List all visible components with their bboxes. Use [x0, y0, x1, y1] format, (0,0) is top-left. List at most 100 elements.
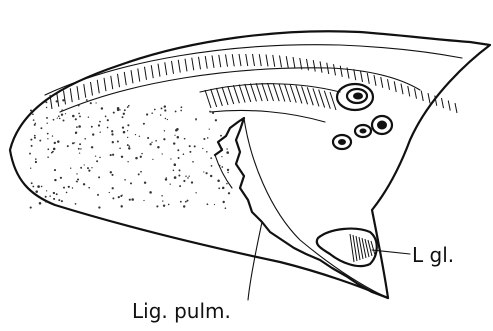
stipple-dot — [41, 186, 43, 188]
stipple-dot — [111, 130, 113, 132]
stipple-dot — [35, 158, 37, 160]
stipple-dot — [152, 159, 153, 160]
stipple-dot — [123, 131, 126, 134]
stipple-dot — [128, 148, 130, 150]
stipple-dot — [91, 167, 92, 168]
stipple-dot — [178, 174, 180, 176]
stipple-dot — [170, 184, 171, 185]
stipple-dot — [90, 102, 92, 104]
hatch-stroke — [246, 54, 248, 66]
stipple-dot — [160, 114, 162, 116]
stipple-dot — [163, 204, 165, 206]
hatch-stroke — [192, 58, 194, 71]
stipple-dot — [87, 167, 89, 169]
hatch-stroke — [64, 91, 66, 105]
stipple-dot — [157, 146, 159, 148]
hatch-stroke — [216, 88, 222, 106]
stipple-dot — [30, 139, 32, 141]
stipple-dot — [117, 107, 120, 110]
stipple-dot — [226, 151, 229, 154]
stipple-dot — [98, 206, 100, 208]
stipple-dot — [54, 179, 56, 181]
stipple-dot — [185, 201, 187, 203]
stipple-dot — [110, 154, 112, 156]
hatch-stroke — [212, 55, 214, 67]
stipple-dot — [76, 173, 77, 174]
stipple-dot — [35, 123, 37, 125]
stipple-dot — [209, 128, 210, 129]
stipple-dot — [35, 161, 37, 163]
stipple-dot — [39, 202, 42, 205]
stipple-dot — [79, 143, 81, 145]
stipple-dot — [76, 126, 78, 128]
stipple-dot — [173, 170, 175, 172]
stipple-dot — [46, 190, 47, 191]
hatch-stroke — [448, 101, 450, 111]
stipple-dot — [47, 156, 49, 158]
hatch-stroke — [151, 65, 153, 78]
stipple-dot — [72, 115, 75, 118]
stipple-dot — [206, 172, 208, 174]
stipple-dot — [187, 177, 189, 179]
stipple-dot — [80, 148, 81, 149]
stipple-dot — [156, 205, 158, 207]
stipple-dot — [109, 192, 110, 193]
stipple-dot — [83, 183, 85, 185]
stipple-dot — [40, 127, 42, 129]
stipple-dot — [170, 158, 171, 159]
stipple-dot — [31, 182, 33, 184]
hatch-stroke — [340, 66, 342, 77]
hatch-stroke — [97, 80, 99, 94]
stipple-dot — [174, 176, 177, 179]
stipple-dot — [78, 113, 80, 115]
stipple-dot — [61, 109, 63, 111]
stipple-dot — [111, 174, 113, 176]
hatch-stroke — [286, 56, 288, 68]
stipple-dot — [45, 196, 47, 198]
stipple-dot — [32, 186, 34, 188]
hatch-stroke — [138, 68, 140, 81]
stipple-dot — [225, 207, 227, 209]
stipple-dot — [112, 154, 114, 156]
stipple-dot — [202, 148, 203, 149]
stipple-dot — [88, 170, 90, 172]
stipple-dot — [112, 187, 114, 189]
stipple-dot — [92, 133, 94, 135]
stipple-dot — [183, 180, 185, 182]
stipple-dot — [117, 141, 119, 143]
stipple-dot — [162, 153, 163, 154]
stipple-dot — [154, 109, 156, 111]
stipple-dot — [167, 119, 168, 120]
hatch-stroke — [381, 77, 383, 88]
stipple-dot — [67, 145, 69, 147]
stipple-dot — [75, 132, 77, 134]
stipple-dot — [34, 137, 36, 139]
hatch-stroke — [239, 84, 245, 102]
hatch-stroke — [145, 67, 147, 80]
stipple-dot — [39, 140, 41, 142]
hatch-stroke — [205, 90, 211, 108]
stipple-dot — [112, 197, 114, 199]
stipple-dot — [140, 171, 142, 173]
hatch-stroke — [313, 60, 315, 71]
stipple-dot — [179, 185, 181, 187]
stipple-dot — [88, 187, 90, 189]
stipple-dot — [98, 124, 100, 126]
stipple-dot — [52, 151, 54, 153]
stipple-dot — [122, 116, 124, 118]
hatch-stroke — [233, 85, 239, 103]
hatch-stroke — [84, 84, 86, 98]
stipple-dot — [53, 119, 55, 121]
stipple-dot — [175, 110, 177, 112]
middle-groove-lower — [210, 110, 325, 122]
hatch-stroke — [222, 87, 228, 105]
stipple-dot — [151, 142, 152, 143]
hatch-stroke — [293, 57, 295, 69]
hatch-stroke — [253, 54, 255, 66]
stipple-dot — [99, 157, 101, 159]
stipple-dot — [139, 136, 140, 137]
stipple-dot — [146, 113, 148, 115]
stipple-dot — [74, 142, 75, 143]
stipple-dot — [165, 118, 166, 119]
